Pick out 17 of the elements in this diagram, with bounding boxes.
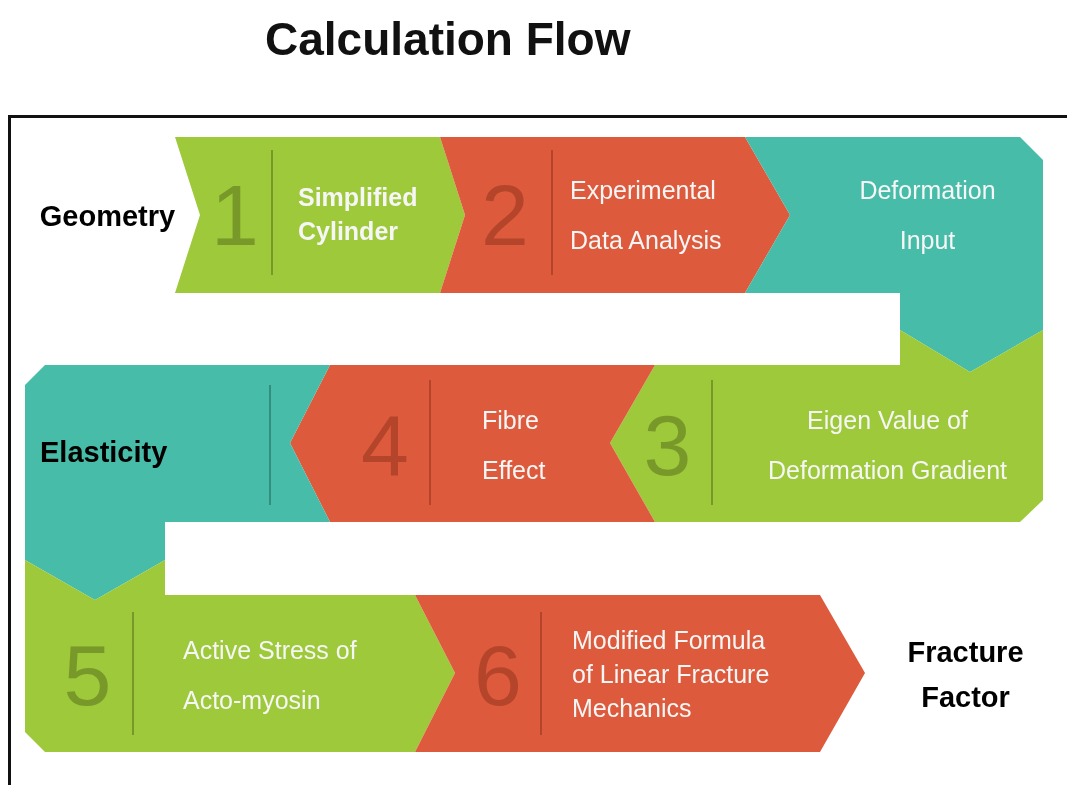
step-label: Fibre Effect bbox=[482, 405, 547, 486]
step-label: Geometry bbox=[39, 198, 176, 234]
step-label: Experimental Data Analysis bbox=[570, 175, 723, 256]
chevron-shape bbox=[175, 137, 465, 293]
chevron-shape bbox=[25, 365, 330, 600]
step-label: Modified Formula of Linear Fracture Mechanics bbox=[572, 625, 771, 724]
chevron-shape bbox=[415, 595, 865, 752]
step-label: Elasticity bbox=[40, 435, 168, 471]
step-label: Active Stress of Acto-myosin bbox=[183, 635, 358, 716]
chevron-shape bbox=[745, 137, 1043, 372]
title: Calculation Flow bbox=[265, 12, 631, 66]
step-label: Eigen Value of Deformation Gradient bbox=[767, 405, 1008, 486]
step-label: Deformation Input bbox=[858, 175, 997, 256]
step-label: Fracture Factor bbox=[906, 635, 1025, 715]
chevron-shape bbox=[25, 560, 455, 752]
chevron-shape bbox=[610, 330, 1043, 522]
step-label: Simplified Cylinder bbox=[298, 182, 419, 247]
